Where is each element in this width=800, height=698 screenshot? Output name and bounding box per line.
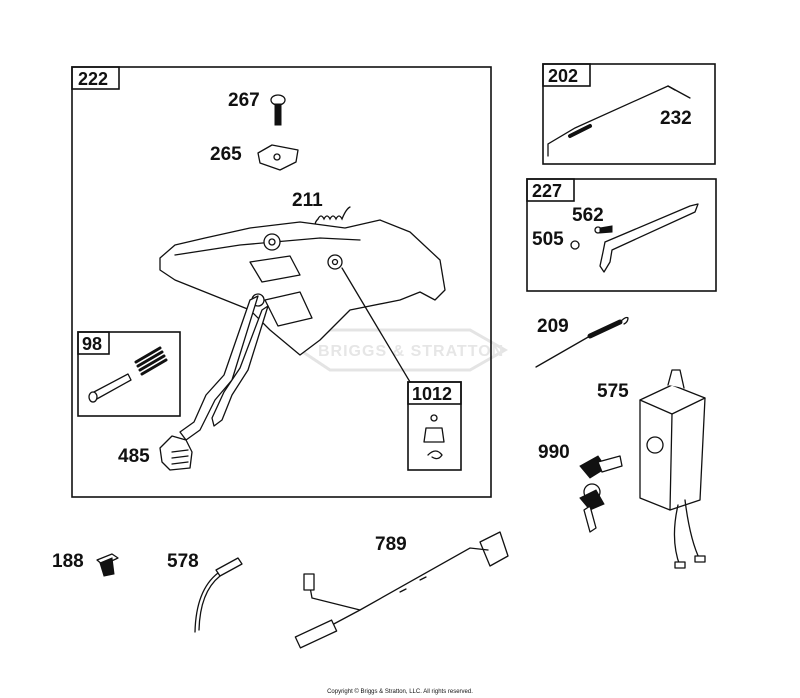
part-188-screw (96, 553, 119, 577)
leader-1012 (341, 267, 411, 383)
part-227-lever (570, 203, 699, 273)
part-control-lever (179, 295, 269, 441)
group-222-tag (71, 66, 120, 90)
group-222-frame (71, 66, 492, 498)
callout-562: 562 (572, 205, 604, 226)
group-222: 222 267 265 211 (71, 66, 492, 498)
group-98-label: 98 (82, 334, 102, 354)
watermark-logo: BRIGGS & STRATTON (297, 328, 509, 372)
part-575-module (639, 369, 706, 569)
part-1012-fastener (423, 414, 445, 460)
group-98-tag (77, 331, 110, 355)
group-222-label: 222 (78, 69, 108, 89)
callout-505: 505 (532, 229, 564, 250)
group-227-label: 227 (532, 181, 562, 201)
part-485-knob (159, 435, 193, 471)
group-202: 202 232 (542, 63, 716, 165)
callout-209: 209 (537, 316, 569, 337)
callout-789: 789 (375, 534, 407, 555)
group-98: 98 (77, 331, 181, 417)
callout-265: 265 (210, 144, 242, 165)
part-control-bracket (159, 219, 446, 356)
copyright-notice: Copyright © Briggs & Stratton, LLC. All … (327, 688, 473, 695)
group-98-frame (77, 331, 181, 417)
group-227: 227 562 505 (526, 178, 717, 292)
part-578-wire (194, 557, 243, 633)
part-98-spring (134, 346, 168, 376)
watermark-text: BRIGGS & STRATTON (318, 343, 504, 360)
callout-188: 188 (52, 551, 84, 572)
part-98-pin (88, 373, 132, 403)
part-209-spring (535, 316, 629, 368)
part-990-key (579, 455, 623, 533)
part-265-clip (257, 144, 299, 171)
group-202-label: 202 (548, 66, 578, 86)
group-227-tag (526, 178, 575, 202)
part-267-bolt (270, 94, 286, 126)
group-227-frame (526, 178, 717, 292)
part-789-harness (294, 531, 509, 649)
callout-232: 232 (660, 108, 692, 129)
group-1012-tag (407, 381, 462, 405)
callout-211: 211 (292, 190, 323, 211)
callout-578: 578 (167, 551, 199, 572)
callout-575: 575 (597, 381, 629, 402)
group-1012-label: 1012 (412, 384, 452, 404)
callout-267: 267 (228, 90, 260, 111)
group-202-tag (542, 63, 591, 87)
part-202-cable (547, 85, 691, 157)
group-1012: 1012 (407, 381, 462, 471)
group-202-frame (542, 63, 716, 165)
callout-990: 990 (538, 442, 570, 463)
callout-485: 485 (118, 446, 150, 467)
